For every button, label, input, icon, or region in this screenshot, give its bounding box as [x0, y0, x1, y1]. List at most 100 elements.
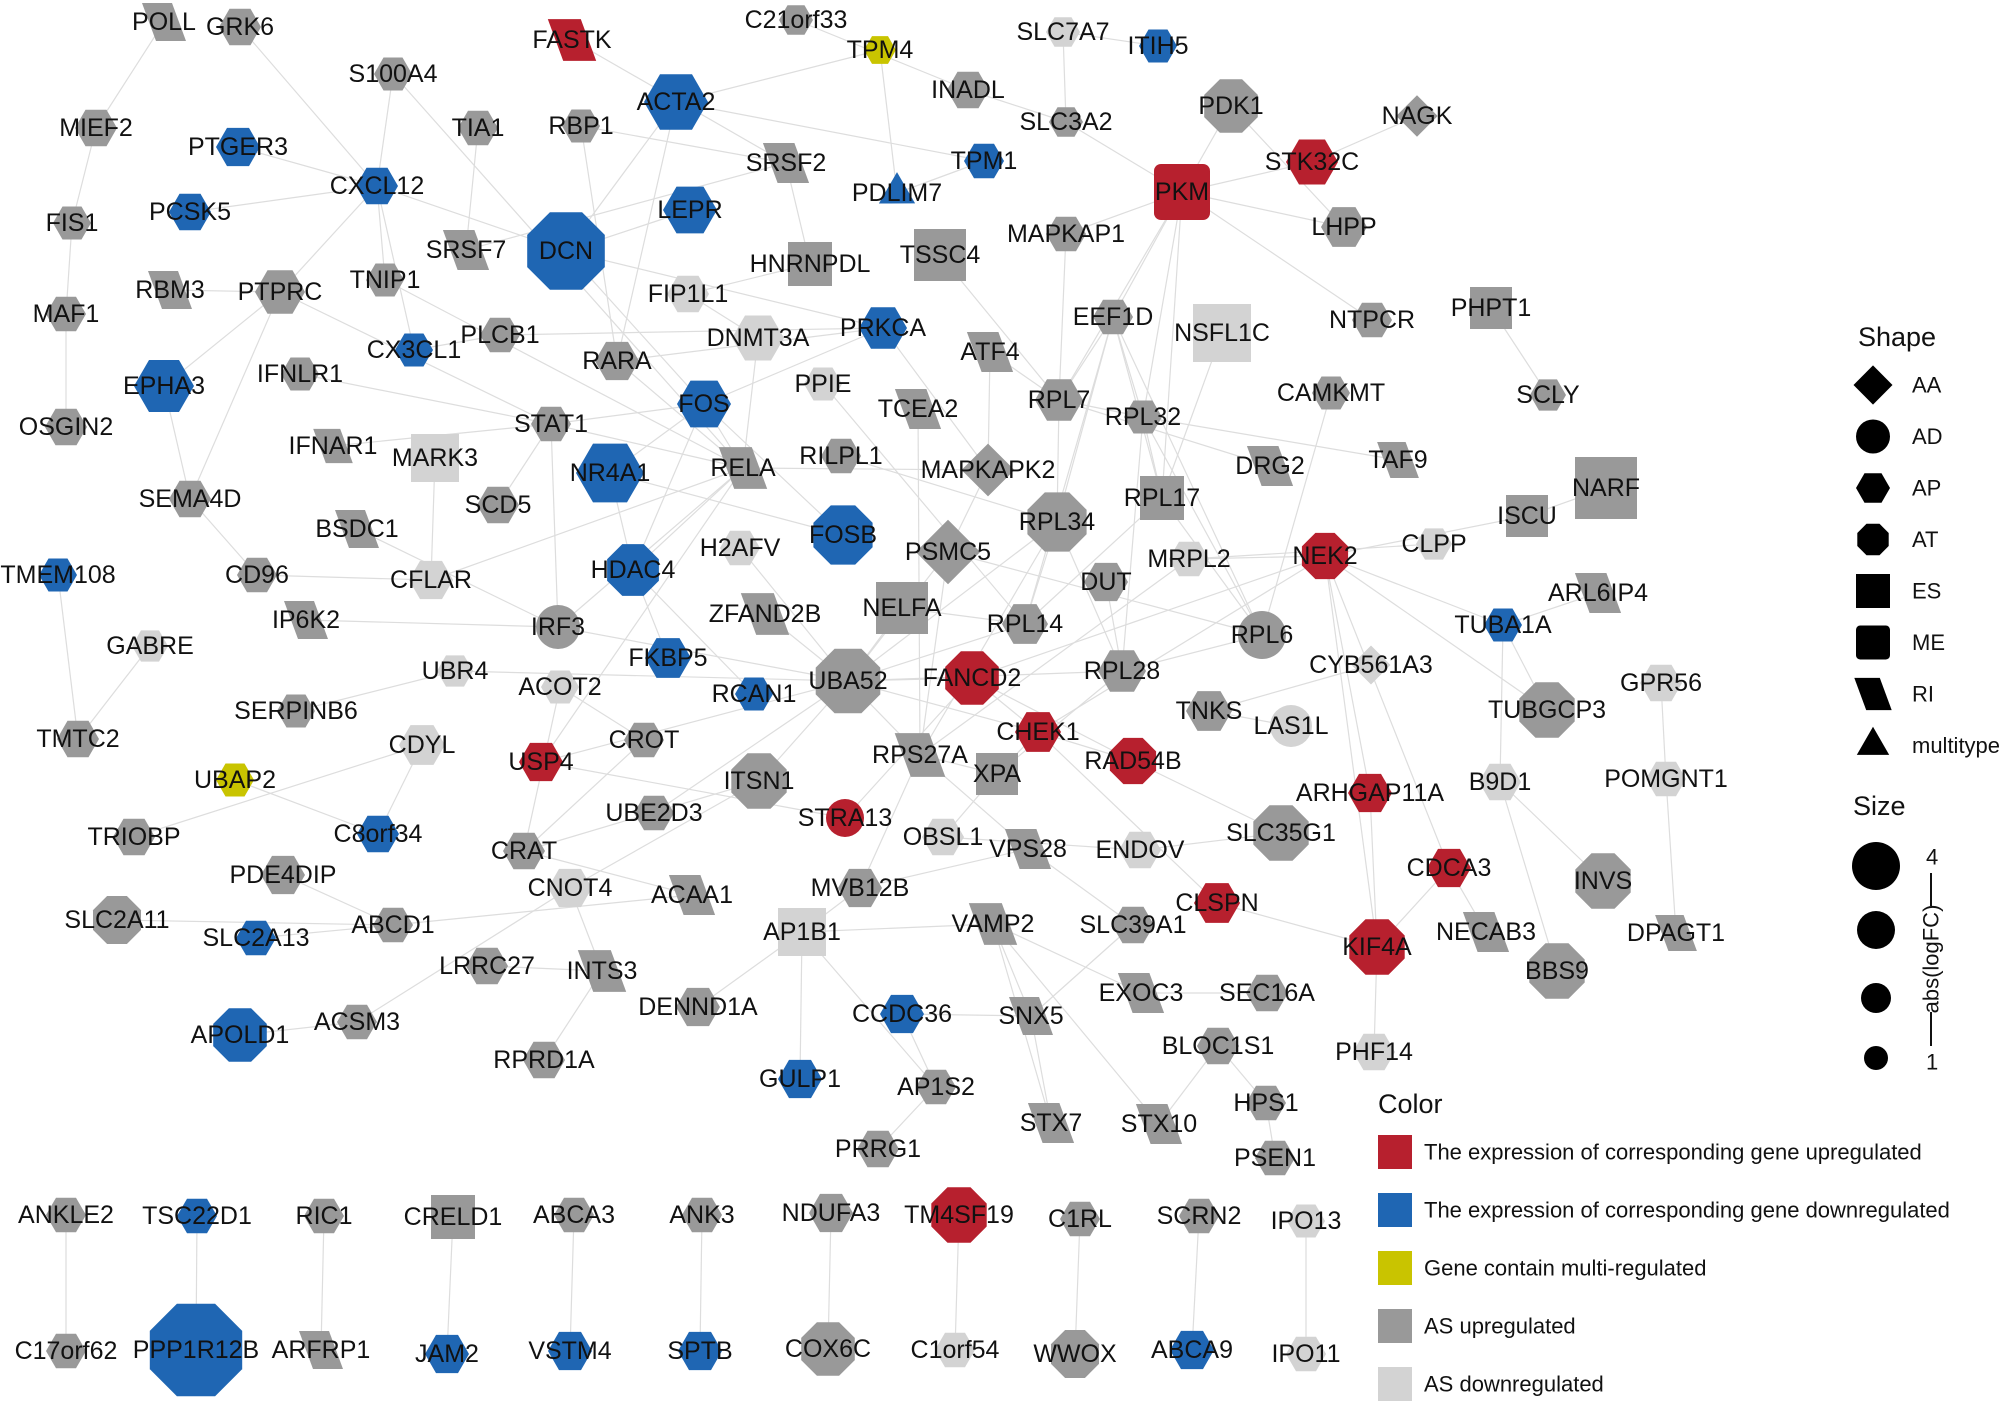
node-cx3cl1[interactable]: CX3CL1: [367, 333, 462, 367]
node-kif4a[interactable]: KIF4A: [1342, 919, 1412, 975]
node-prrg1[interactable]: PRRG1: [835, 1130, 921, 1168]
node-fis1[interactable]: FIS1: [46, 206, 99, 240]
node-drg2[interactable]: DRG2: [1235, 446, 1305, 486]
node-ptger3[interactable]: PTGER3: [188, 127, 288, 167]
node-fosb[interactable]: FOSB: [809, 505, 877, 565]
node-vamp2[interactable]: VAMP2: [952, 903, 1035, 945]
node-c17orf62[interactable]: C17orf62: [15, 1333, 118, 1369]
node-lrrc27[interactable]: LRRC27: [439, 947, 535, 985]
node-cyb561a3[interactable]: CYB561A3: [1309, 645, 1433, 685]
node-tnks[interactable]: TNKS: [1176, 691, 1243, 731]
node-tssc4[interactable]: TSSC4: [900, 229, 981, 281]
node-arfrp1[interactable]: ARFRP1: [272, 1331, 371, 1369]
node-plcb1[interactable]: PLCB1: [460, 317, 540, 353]
node-tpm1[interactable]: TPM1: [951, 143, 1018, 179]
node-rpl6[interactable]: RPL6: [1231, 611, 1294, 659]
node-usp4[interactable]: USP4: [508, 742, 574, 782]
node-pkm[interactable]: PKM: [1154, 164, 1210, 220]
node-cnot4[interactable]: CNOT4: [528, 868, 613, 908]
node-rad54b[interactable]: RAD54B: [1084, 737, 1182, 785]
node-s100a4[interactable]: S100A4: [349, 57, 438, 91]
node-scrn2[interactable]: SCRN2: [1157, 1198, 1242, 1234]
node-poll[interactable]: POLL: [132, 3, 196, 41]
node-rpl32[interactable]: RPL32: [1105, 400, 1181, 434]
node-gulp1[interactable]: GULP1: [759, 1059, 841, 1099]
node-c1rl[interactable]: C1RL: [1048, 1201, 1112, 1237]
node-ptprc[interactable]: PTPRC: [238, 270, 323, 314]
node-stx10[interactable]: STX10: [1121, 1104, 1197, 1144]
node-vstm4[interactable]: VSTM4: [528, 1331, 612, 1371]
node-rbp1[interactable]: RBP1: [548, 109, 614, 143]
node-dpagt1[interactable]: DPAGT1: [1627, 914, 1725, 952]
node-ppie[interactable]: PPIE: [795, 367, 852, 401]
node-nelfa[interactable]: NELFA: [862, 582, 942, 634]
node-ints3[interactable]: INTS3: [567, 950, 638, 992]
node-gabre[interactable]: GABRE: [106, 630, 194, 662]
node-tmem108[interactable]: TMEM108: [0, 558, 116, 592]
node-rara[interactable]: RARA: [582, 341, 652, 381]
node-taf9[interactable]: TAF9: [1368, 441, 1428, 479]
node-scd5[interactable]: SCD5: [465, 486, 532, 524]
node-wwox[interactable]: WWOX: [1033, 1330, 1117, 1378]
node-ppp1r12b[interactable]: PPP1R12B: [133, 1303, 259, 1397]
node-rela[interactable]: RELA: [710, 447, 776, 489]
node-triobp[interactable]: TRIOBP: [87, 818, 181, 856]
node-psen1[interactable]: PSEN1: [1234, 1140, 1316, 1176]
node-h2afv[interactable]: H2AFV: [700, 530, 781, 566]
node-chek1[interactable]: CHEK1: [996, 712, 1080, 752]
node-uba52[interactable]: UBA52: [808, 648, 888, 714]
node-bbs9[interactable]: BBS9: [1525, 943, 1589, 999]
node-tuba1a[interactable]: TUBA1A: [1454, 608, 1552, 642]
node-ndufa3[interactable]: NDUFA3: [782, 1193, 881, 1233]
node-ank3[interactable]: ANK3: [669, 1197, 735, 1233]
node-acaa1[interactable]: ACAA1: [651, 875, 733, 915]
node-itih5[interactable]: ITIH5: [1127, 29, 1189, 63]
node-vps28[interactable]: VPS28: [989, 829, 1067, 869]
node-ube2d3[interactable]: UBE2D3: [605, 795, 703, 831]
node-narf[interactable]: NARF: [1572, 457, 1640, 519]
node-ubap2[interactable]: UBAP2: [194, 763, 276, 797]
node-tm4sf19[interactable]: TM4SF19: [904, 1187, 1014, 1243]
node-fip1l1[interactable]: FIP1L1: [648, 275, 729, 313]
node-phpt1[interactable]: PHPT1: [1451, 287, 1532, 329]
node-zfand2b[interactable]: ZFAND2B: [709, 593, 822, 635]
node-abca9[interactable]: ABCA9: [1151, 1330, 1233, 1370]
node-mark3[interactable]: MARK3: [392, 434, 478, 482]
node-acsm3[interactable]: ACSM3: [314, 1004, 400, 1040]
node-nr4a1[interactable]: NR4A1: [570, 443, 651, 503]
node-bloc1s1[interactable]: BLOC1S1: [1162, 1027, 1275, 1065]
node-rbm3[interactable]: RBM3: [135, 271, 205, 309]
node-cxcl12[interactable]: CXCL12: [330, 167, 425, 205]
node-sema4d[interactable]: SEMA4D: [139, 480, 242, 518]
node-cdca3[interactable]: CDCA3: [1407, 848, 1492, 888]
node-stk32c[interactable]: STK32C: [1265, 139, 1359, 185]
node-c8orf34[interactable]: C8orf34: [334, 815, 423, 853]
node-ccdc36[interactable]: CCDC36: [852, 994, 952, 1034]
node-slc2a13[interactable]: SLC2A13: [202, 920, 310, 956]
node-clpp[interactable]: CLPP: [1401, 528, 1467, 560]
node-mapkap1[interactable]: MAPKAP1: [1007, 216, 1125, 252]
node-lhpp[interactable]: LHPP: [1311, 207, 1377, 247]
node-ap1b1[interactable]: AP1B1: [763, 908, 841, 956]
node-necab3[interactable]: NECAB3: [1436, 912, 1536, 952]
node-crat[interactable]: CRAT: [491, 832, 557, 870]
node-acot2[interactable]: ACOT2: [518, 670, 602, 704]
node-tcea2[interactable]: TCEA2: [878, 389, 959, 429]
node-rpl28[interactable]: RPL28: [1084, 650, 1160, 692]
node-mief2[interactable]: MIEF2: [59, 109, 133, 147]
node-pomgnt1[interactable]: POMGNT1: [1604, 761, 1728, 797]
node-eef1d[interactable]: EEF1D: [1073, 299, 1154, 335]
node-rps27a[interactable]: RPS27A: [872, 733, 968, 777]
node-ntpcr[interactable]: NTPCR: [1329, 302, 1415, 338]
node-stx7[interactable]: STX7: [1020, 1103, 1083, 1143]
node-tsc22d1[interactable]: TSC22D1: [142, 1198, 252, 1234]
node-creld1[interactable]: CRELD1: [404, 1195, 503, 1239]
node-cdyl[interactable]: CDYL: [389, 725, 456, 765]
node-pcsk5[interactable]: PCSK5: [149, 193, 231, 231]
node-bsdc1[interactable]: BSDC1: [315, 510, 399, 548]
node-endov[interactable]: ENDOV: [1096, 831, 1185, 869]
node-iscu[interactable]: ISCU: [1497, 495, 1557, 537]
node-rpl17[interactable]: RPL17: [1124, 476, 1200, 520]
node-tia1[interactable]: TIA1: [452, 110, 505, 146]
node-slc35g1[interactable]: SLC35G1: [1226, 805, 1336, 861]
